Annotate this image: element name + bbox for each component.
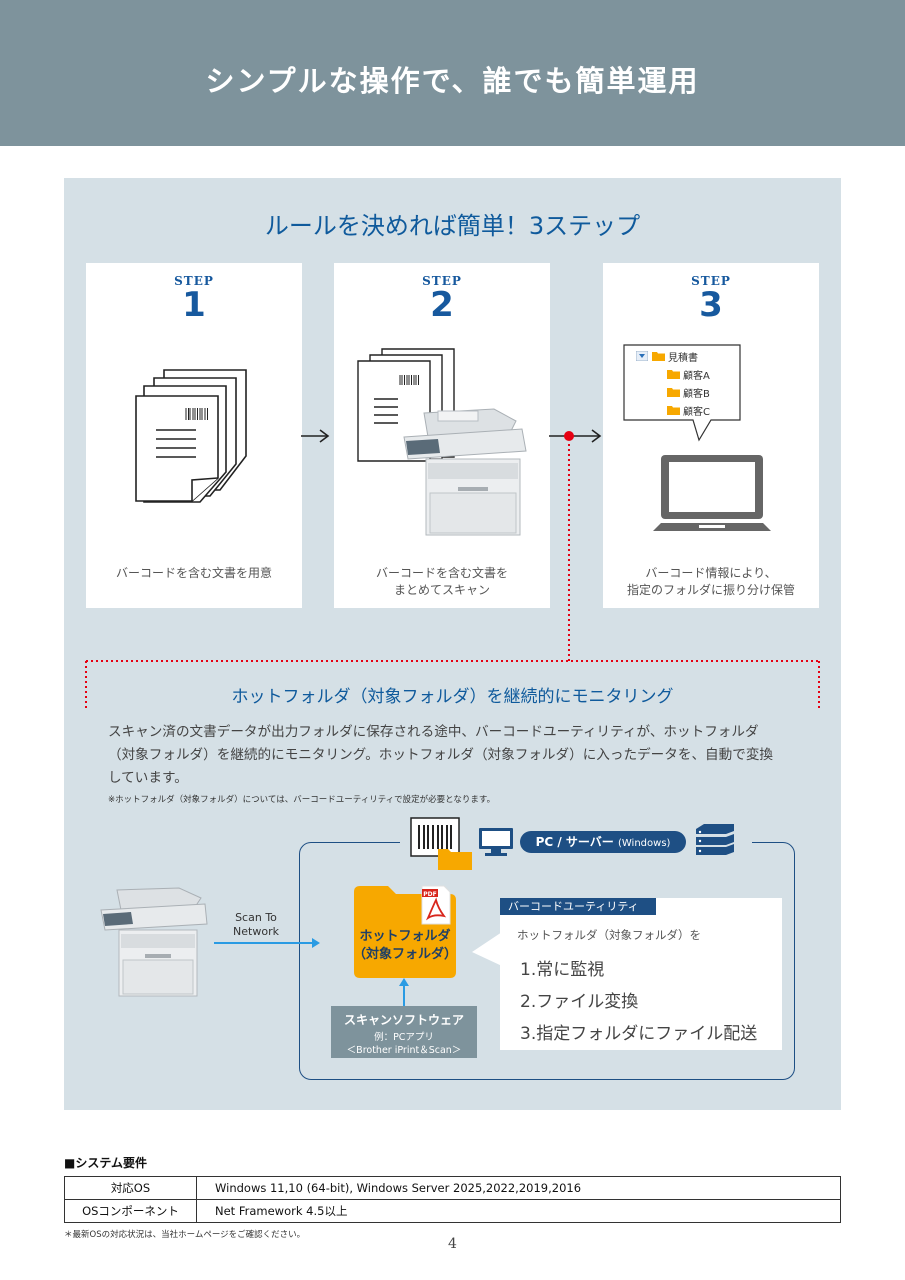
folder-root-label: 見積書	[668, 353, 698, 364]
barcode-icon	[184, 408, 210, 420]
step-caption: バーコードを含む文書を用意	[115, 566, 272, 580]
step-label: STEP	[422, 274, 462, 288]
utility-item: 1.常に監視	[520, 960, 605, 980]
utility-item: 2.ファイル変換	[520, 992, 639, 1012]
step-number: 1	[182, 285, 206, 325]
arrow-right-icon	[301, 429, 330, 443]
step-number: 2	[430, 285, 454, 325]
folder-icon	[652, 352, 665, 361]
step-label: STEP	[174, 274, 214, 288]
barcode-utility-tag: バーコードユーティリティ	[500, 898, 656, 915]
callout-pointer	[472, 932, 502, 966]
page-title: シンプルな操作で、誰でも簡単運用	[205, 64, 700, 98]
monitoring-connector	[85, 444, 820, 708]
step-label: STEP	[691, 274, 731, 288]
utility-intro: ホットフォルダ（対象フォルダ）を	[517, 928, 701, 942]
step-card-1: STEP 1 バーコードを含む文書を用意	[86, 263, 302, 608]
table-cell-value: Net Framework 4.5以上	[196, 1199, 841, 1223]
svg-text:PDF: PDF	[423, 891, 436, 898]
hot-folder-icon: PDF	[354, 885, 456, 978]
document-stack-icon	[135, 369, 247, 503]
laptop-icon	[653, 455, 771, 531]
step-card-2: STEP 2 バーコードを含む文書を まとめてスキャン	[334, 263, 550, 608]
monitoring-note: ※ホットフォルダ（対象フォルダ）については、バーコードユーティリティで設定が必要…	[108, 795, 496, 805]
arrow-right-icon	[549, 429, 602, 443]
collapse-arrow-icon	[636, 351, 648, 361]
scan-to-network-label: Scan To Network	[233, 911, 279, 938]
folder-icon	[667, 370, 680, 379]
desktop-pc-icon	[479, 828, 513, 856]
table-row: 対応OS Windows 11,10 (64-bit), Windows Ser…	[64, 1176, 841, 1200]
step-card-3: STEP 3 見積書 顧客A 顧客B 顧客C バーコード情報により、	[603, 263, 819, 608]
step-caption: バーコード情報により、 指定のフォルダに振り分け保管	[626, 566, 795, 597]
step-number: 3	[699, 285, 723, 325]
table-cell-key: 対応OS	[64, 1176, 197, 1200]
page-number: 4	[448, 1236, 457, 1252]
folder-child-label: 顧客C	[683, 407, 710, 418]
scan-software-box: スキャンソフトウェア 例：PCアプリ ＜Brother iPrint＆Scan＞	[331, 1006, 477, 1058]
panel-title: ルールを決めれば簡単！3ステップ	[264, 212, 641, 240]
requirements-table: 対応OS Windows 11,10 (64-bit), Windows Ser…	[64, 1176, 841, 1223]
requirements-title: ■システム要件	[64, 1156, 147, 1170]
arrow-right-icon	[214, 938, 320, 948]
printer-icon	[403, 408, 527, 536]
utility-item: 3.指定フォルダにファイル配送	[520, 1024, 758, 1044]
speech-bubble-icon	[623, 344, 741, 442]
folder-child-label: 顧客A	[683, 371, 710, 382]
server-icon	[696, 824, 734, 855]
folder-icon	[667, 406, 680, 415]
pdf-file-icon: PDF	[421, 885, 451, 925]
hot-folder-label: ホットフォルダ （対象フォルダ）	[352, 929, 457, 962]
monitoring-title: ホットフォルダ（対象フォルダ）を継続的にモニタリング	[231, 687, 674, 707]
folder-icon	[667, 388, 680, 397]
arrow-up-icon	[399, 978, 409, 1006]
step-caption: バーコードを含む文書を まとめてスキャン	[375, 566, 508, 597]
table-row: OSコンポーネント Net Framework 4.5以上	[64, 1199, 841, 1223]
folder-child-label: 顧客B	[683, 389, 710, 400]
barcode-utility-box	[500, 898, 782, 1050]
page-header: シンプルな操作で、誰でも簡単運用	[0, 0, 905, 146]
folder-tree: 見積書 顧客A 顧客B 顧客C	[636, 350, 736, 430]
monitoring-description: スキャン済の文書データが出力フォルダに保存される途中、バーコードユーティリティが…	[108, 724, 774, 786]
barcode-folder-icon	[410, 817, 472, 870]
printer-icon	[100, 887, 208, 997]
pc-server-label: PC / サーバー (Windows)	[520, 831, 686, 853]
requirements-note: ＊最新OSの対応状況は、当社ホームページをご確認ください。	[64, 1230, 306, 1240]
table-cell-key: OSコンポーネント	[64, 1199, 197, 1223]
table-cell-value: Windows 11,10 (64-bit), Windows Server 2…	[196, 1176, 841, 1200]
monitor-point-dot	[564, 431, 574, 441]
